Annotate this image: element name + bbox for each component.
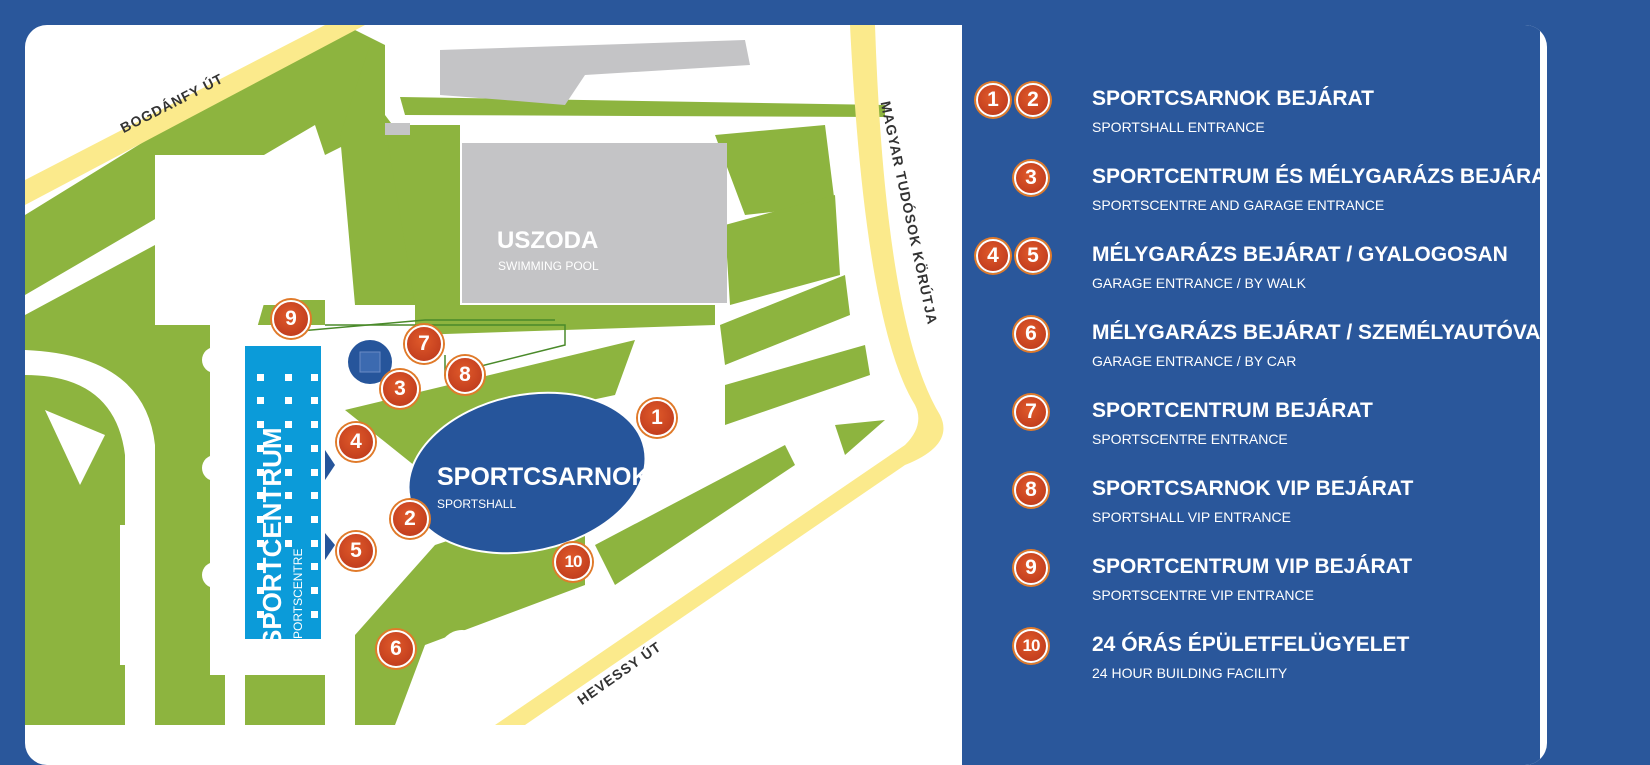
sportcentrum-windows <box>257 374 318 618</box>
window <box>311 421 318 428</box>
window <box>285 397 292 404</box>
legend-title: SPORTCSARNOK BEJÁRAT <box>1092 87 1374 110</box>
window <box>311 397 318 404</box>
legend-marker-2: 2 <box>1016 83 1050 117</box>
window <box>257 445 264 452</box>
legend-marker-9: 9 <box>1014 551 1048 585</box>
window <box>311 516 318 523</box>
uszoda-subtitle: SWIMMING POOL <box>498 259 599 273</box>
legend-subtitle: SPORTSCENTRE AND GARAGE ENTRANCE <box>1092 197 1385 213</box>
window <box>257 540 264 547</box>
map-marker-1[interactable]: 1 <box>638 399 676 437</box>
window <box>257 516 264 523</box>
legend-title: SPORTCENTRUM VIP BEJÁRAT <box>1092 555 1413 578</box>
legend-subtitle: SPORTSCENTRE VIP ENTRANCE <box>1092 587 1314 603</box>
roads <box>25 25 944 725</box>
legend-marker-3: 3 <box>1014 161 1048 195</box>
legend-subtitle: 24 HOUR BUILDING FACILITY <box>1092 665 1288 681</box>
map-marker-8[interactable]: 8 <box>446 356 484 394</box>
sportcentrum-title: SPORTCENTRUM <box>257 427 287 647</box>
window <box>285 374 292 381</box>
map-panel: BOGDÁNFY ÚT MAGYAR TUDÓSOK KÖRÚTJA HEVES… <box>25 25 1547 765</box>
window <box>257 492 264 499</box>
fountain-icon <box>348 340 392 384</box>
legend-item: 6 MÉLYGARÁZS BEJÁRAT / SZEMÉLYAUTÓVAL GARA… <box>962 317 1547 391</box>
legend-item: 8 SPORTCSARNOK VIP BEJÁRAT SPORTSHALL VIP … <box>962 473 1540 547</box>
legend-marker-5: 5 <box>1016 239 1050 273</box>
window <box>285 516 292 523</box>
window <box>257 374 264 381</box>
window <box>311 587 318 594</box>
map-marker-2[interactable]: 2 <box>391 500 429 538</box>
legend-title: SPORTCENTRUM BEJÁRAT <box>1092 399 1373 422</box>
track-field <box>45 410 126 665</box>
window <box>311 469 318 476</box>
window <box>257 421 264 428</box>
legend-title: 24 ÓRÁS ÉPÜLETFELÜGYELET <box>1092 633 1410 656</box>
map-marker-9[interactable]: 9 <box>272 300 310 338</box>
uszoda-title: USZODA <box>497 227 599 254</box>
legend-marker-1: 1 <box>976 83 1010 117</box>
uszoda-building <box>385 40 750 303</box>
legend-subtitle: GARAGE ENTRANCE / BY WALK <box>1092 275 1306 291</box>
window <box>257 397 264 404</box>
legend-item: 10 24 ÓRÁS ÉPÜLETFELÜGYELET 24 HOUR BUILDI… <box>962 629 1540 703</box>
sportcentrum-subtitle: SPORTSCENTRE <box>291 548 305 647</box>
map-marker-4[interactable]: 4 <box>337 423 375 461</box>
window <box>285 492 292 499</box>
window <box>257 587 264 594</box>
legend-subtitle: GARAGE ENTRANCE / BY CAR <box>1092 353 1297 369</box>
window <box>257 611 264 618</box>
walkways <box>299 319 566 376</box>
sportcsarnok-building <box>407 391 647 555</box>
legend-marker-7: 7 <box>1014 395 1048 429</box>
legend-title: SPORTCSARNOK VIP BEJÁRAT <box>1092 477 1414 500</box>
map-marker-7[interactable]: 7 <box>405 325 443 363</box>
legend-title: MÉLYGARÁZS BEJÁRAT / GYALOGOSAN <box>1092 243 1508 266</box>
legend-marker-4: 4 <box>976 239 1010 273</box>
legend-subtitle: SPORTSHALL VIP ENTRANCE <box>1092 509 1291 525</box>
legend-item: 9 SPORTCENTRUM VIP BEJÁRAT SPORTSCENTRE VI… <box>962 551 1540 625</box>
window <box>311 492 318 499</box>
legend-marker-8: 8 <box>1014 473 1048 507</box>
window <box>311 540 318 547</box>
window <box>285 469 292 476</box>
window <box>311 611 318 618</box>
legend-marker-6: 6 <box>1014 317 1048 351</box>
sportcsarnok-subtitle: SPORTSHALL <box>437 497 517 511</box>
legend-subtitle: SPORTSCENTRE ENTRANCE <box>1092 431 1288 447</box>
window <box>311 563 318 570</box>
legend-marker-10: 10 <box>1014 629 1048 663</box>
legend-title: SPORTCENTRUM ÉS MÉLYGARÁZS BEJÁRAT <box>1092 165 1547 188</box>
window <box>285 540 292 547</box>
window <box>257 563 264 570</box>
legend-item: 7 SPORTCENTRUM BEJÁRAT SPORTSCENTRE ENTRAN… <box>962 395 1540 469</box>
site-map <box>25 25 944 725</box>
window <box>285 445 292 452</box>
garage-walk-icon <box>325 450 335 480</box>
window <box>311 374 318 381</box>
map-marker-6[interactable]: 6 <box>377 630 415 668</box>
map-marker-10[interactable]: 10 <box>554 543 592 581</box>
window <box>311 445 318 452</box>
map-marker-3[interactable]: 3 <box>381 370 419 408</box>
garage-walk-icon <box>325 533 335 560</box>
sportcsarnok-title: SPORTCSARNOK <box>437 463 650 491</box>
map-marker-5[interactable]: 5 <box>337 532 375 570</box>
window <box>257 469 264 476</box>
legend-subtitle: SPORTSHALL ENTRANCE <box>1092 119 1265 135</box>
window <box>285 421 292 428</box>
legend-item: 3 SPORTCENTRUM ÉS MÉLYGARÁZS BEJÁRAT SPORT… <box>962 161 1547 235</box>
legend-title: MÉLYGARÁZS BEJÁRAT / SZEMÉLYAUTÓVAL <box>1092 321 1547 344</box>
